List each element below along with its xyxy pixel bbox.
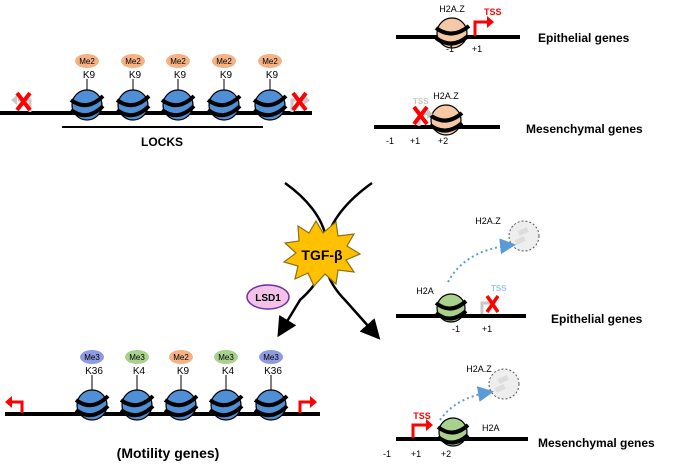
methyl-mark-badge [169,350,193,364]
methyl-mark-badge [214,350,238,364]
position-label: +1 [472,44,482,54]
after-mesenchymal: H2A.Z H2A TSS -1 +1 +2 Mesenchymal genes [383,364,655,459]
evicted-h2az-nucleosome [508,220,540,252]
mesenchymal-genes-label: Mesenchymal genes [538,436,655,450]
methyl-mark-label: Me2 [79,57,95,66]
position-label: +1 [482,324,492,334]
eviction-arrow [447,238,516,283]
evicted-h2az-nucleosome [488,368,520,400]
methyl-mark-label: Me3 [84,353,100,362]
methyl-mark-label: Me3 [263,353,279,362]
tss-label: TSS [484,7,502,17]
methyl-mark-label: Me3 [218,353,234,362]
tss-arrow-icon [411,419,433,438]
methyl-mark-label: Me2 [262,57,278,66]
mesenchymal-genes-label: Mesenchymal genes [526,122,643,136]
evicted-histone-label: H2A.Z [475,216,501,226]
tgf-beta-burst: TGF-β [282,219,362,288]
after-epithelial: H2A.Z H2A TSS -1 +1 Epithelial genes [396,216,643,334]
histone-label: H2A.Z [433,91,459,101]
block-x-icon [15,91,32,112]
lysine-residue-label: K9 [220,70,233,81]
blocked-tss-icon [412,105,433,126]
histone-label: H2A [482,423,500,433]
lysine-residue-label: K9 [266,70,279,81]
eviction-arrow [439,386,494,421]
position-label: -1 [446,44,454,54]
blocked-tss-right [290,91,310,112]
tss-arrow-icon [473,16,494,36]
position-label: -1 [452,324,460,334]
lysine-residue-label: K36 [85,366,103,377]
tss-label: TSS [413,97,429,106]
methyl-mark-label: Me2 [125,57,141,66]
histone-label: H2A [416,286,434,296]
block-x-icon [291,91,308,112]
position-label: -1 [386,136,394,146]
methyl-mark-badge [125,350,149,364]
tss-arrow-left-icon [5,396,24,413]
before-epithelial: H2A.Z TSS -1 +1 Epithelial genes [396,4,630,54]
tss-label: TSS [491,284,507,293]
methyl-mark-badge [121,54,145,68]
before-mesenchymal: H2A.Z TSS -1 +1 +2 Mesenchymal genes [374,91,643,146]
position-label: +1 [411,449,421,459]
position-label: +2 [438,136,448,146]
methyl-mark-label: Me2 [170,57,186,66]
methyl-mark-label: Me2 [173,353,189,362]
methyl-mark-badge [259,350,283,364]
tss-arrow-right-icon [298,396,317,413]
methyl-mark-badge [258,54,282,68]
epithelial-genes-label: Epithelial genes [551,312,643,326]
lsd1-label: LSD1 [255,293,281,304]
blocked-tss-left [11,91,32,112]
methyl-mark-badge [212,54,236,68]
methyl-mark-label: Me2 [216,57,232,66]
lysine-residue-label: K9 [129,70,142,81]
locks-label: LOCKS [141,135,183,149]
position-label: +2 [441,449,451,459]
epithelial-genes-label: Epithelial genes [538,31,630,45]
methyl-mark-label: Me3 [129,353,145,362]
methyl-mark-badge [166,54,190,68]
motility-genes-label: (Motility genes) [117,445,220,461]
tgf-beta-label: TGF-β [301,247,343,263]
methyl-mark-badge [75,54,99,68]
blocked-tss-icon [480,295,500,314]
methyl-mark-badge [80,350,104,364]
tss-label: TSS [413,411,431,421]
lysine-residue-label: K36 [264,366,282,377]
evicted-histone-label: H2A.Z [466,364,492,374]
histone-label: H2A.Z [439,4,465,14]
lysine-residue-label: K9 [174,70,187,81]
lysine-residue-label: K4 [133,366,146,377]
lysine-residue-label: K9 [177,366,190,377]
lysine-residue-label: K9 [83,70,96,81]
position-label: -1 [383,449,391,459]
position-label: +1 [410,136,420,146]
lsd1-enzyme: LSD1 [246,284,290,310]
lysine-residue-label: K4 [222,366,235,377]
